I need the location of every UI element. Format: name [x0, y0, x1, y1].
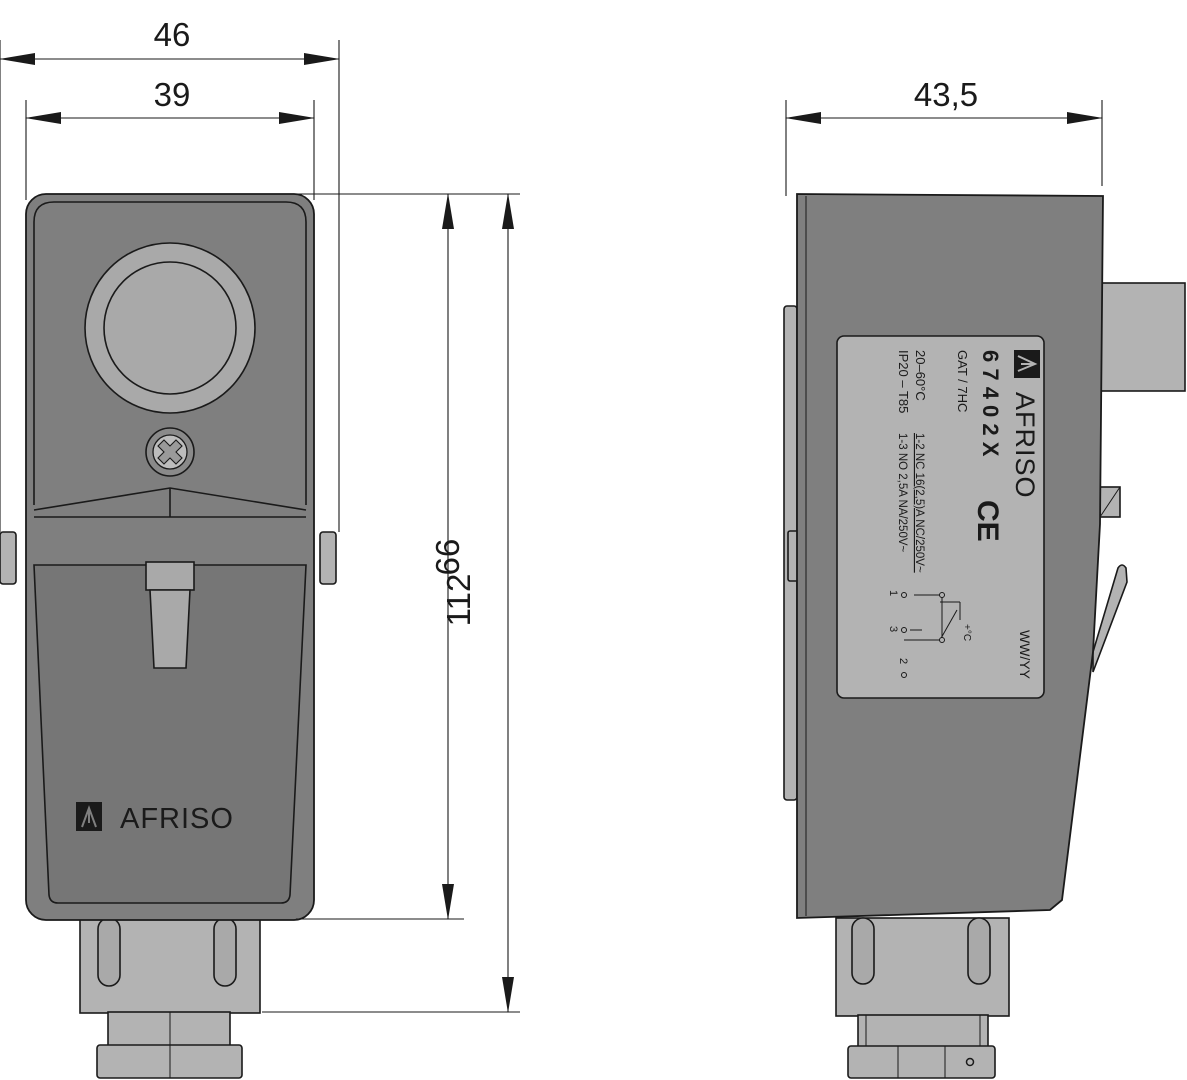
front-brand-label: AFRISO: [120, 803, 234, 835]
side-clip: [1092, 564, 1128, 673]
afriso-logo-icon: [76, 802, 102, 831]
front-connector-pin-left: [97, 917, 121, 987]
type-label-content: AFRISO 6 7 4 0 2 X CE GAT / 7HC 20–60°C …: [887, 350, 1040, 680]
side-dimensions: 43,5: [785, 76, 1103, 196]
screw-icon: [145, 427, 195, 477]
front-gland-neck: [107, 1011, 231, 1047]
ce-mark-icon: CE: [971, 500, 1004, 542]
terminal-2: 2: [897, 658, 909, 664]
front-window: [103, 261, 237, 395]
label-rating-1: 1-2 NC 16(2,5)A NC/250V~: [913, 433, 925, 573]
terminal-1: 1: [887, 590, 899, 596]
front-connector-pin-right: [213, 917, 237, 987]
type-label: [836, 335, 1045, 699]
label-protection: IP20 – T85: [896, 350, 911, 413]
svg-text:CE: CE: [971, 500, 1004, 542]
label-date-code: WW/YY: [1017, 630, 1033, 680]
front-clip-left: [0, 531, 17, 585]
side-view: AFRISO 6 7 4 0 2 X CE GAT / 7HC 20–60°C …: [783, 193, 1186, 1079]
dim-112-label: 112: [440, 574, 477, 627]
switch-schematic-icon: 1 3 2 +°C: [887, 590, 972, 678]
dim-99-label: 99: [429, 539, 466, 576]
label-temp-range: 20–60°C: [913, 350, 928, 401]
label-type-code: GAT / 7HC: [955, 350, 970, 412]
terminal-3: 3: [887, 626, 899, 632]
front-top-panel: [33, 201, 307, 505]
dim-39-label: 39: [154, 76, 191, 113]
side-connector-pin-right: [967, 917, 991, 985]
side-knob: [1099, 282, 1186, 392]
front-clip-right: [319, 531, 337, 585]
afriso-logo-icon: [1014, 350, 1040, 378]
label-model: 6 7 4 0 2 X: [978, 350, 1003, 457]
side-connector-pin-left: [851, 917, 875, 985]
front-dimensions: 46 39 99 112: [0, 16, 520, 1013]
temp-symbol: +°C: [961, 624, 972, 641]
dim-46-label: 46: [154, 16, 191, 53]
side-gland-neck: [857, 1014, 989, 1048]
front-view: AFRISO: [0, 193, 337, 1079]
label-brand: AFRISO: [1010, 392, 1040, 499]
side-gland-nut: [847, 1045, 996, 1079]
dim-43-5-label: 43,5: [914, 76, 978, 113]
front-latch: [149, 589, 191, 669]
front-latch-top: [145, 561, 195, 591]
label-rating-2: 1-3 NO 2,5A NA/250V~: [896, 433, 908, 553]
